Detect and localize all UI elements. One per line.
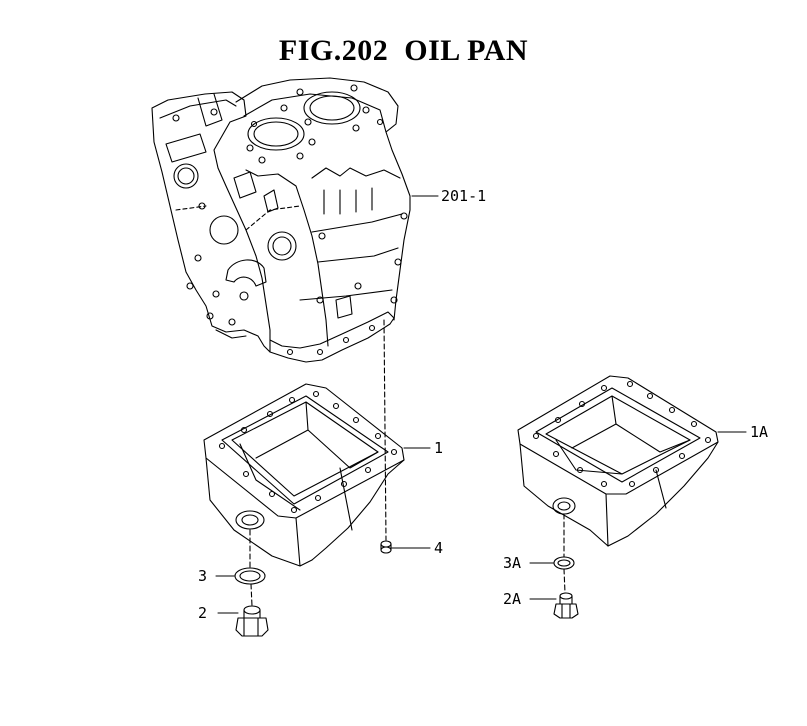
figure-name: OIL PAN [404, 34, 529, 67]
bolt-4-drawing [380, 540, 392, 554]
oil-pan-drawing [203, 383, 405, 567]
figure-number: FIG.202 [278, 34, 389, 67]
callout-2a: 2A [503, 590, 521, 608]
leader-lines [215, 195, 747, 614]
callout-1: 1 [434, 439, 443, 457]
callout-4: 4 [434, 539, 443, 557]
gasket-3a-drawing [553, 556, 575, 570]
drain-plug-2a-drawing [553, 592, 579, 619]
callout-3: 3 [198, 567, 207, 585]
gasket-3-drawing [234, 567, 266, 585]
drain-plug-2-drawing [235, 605, 269, 637]
alignment-lines [249, 319, 566, 607]
oil-pan-alt-drawing [517, 375, 719, 547]
callout-2: 2 [198, 604, 207, 622]
callout-1a: 1A [750, 423, 768, 441]
figure-title: FIG.202 OIL PAN [0, 34, 807, 68]
callout-3a: 3A [503, 554, 521, 572]
engine-block-drawing [151, 77, 411, 363]
callout-201-1: 201-1 [441, 187, 486, 205]
